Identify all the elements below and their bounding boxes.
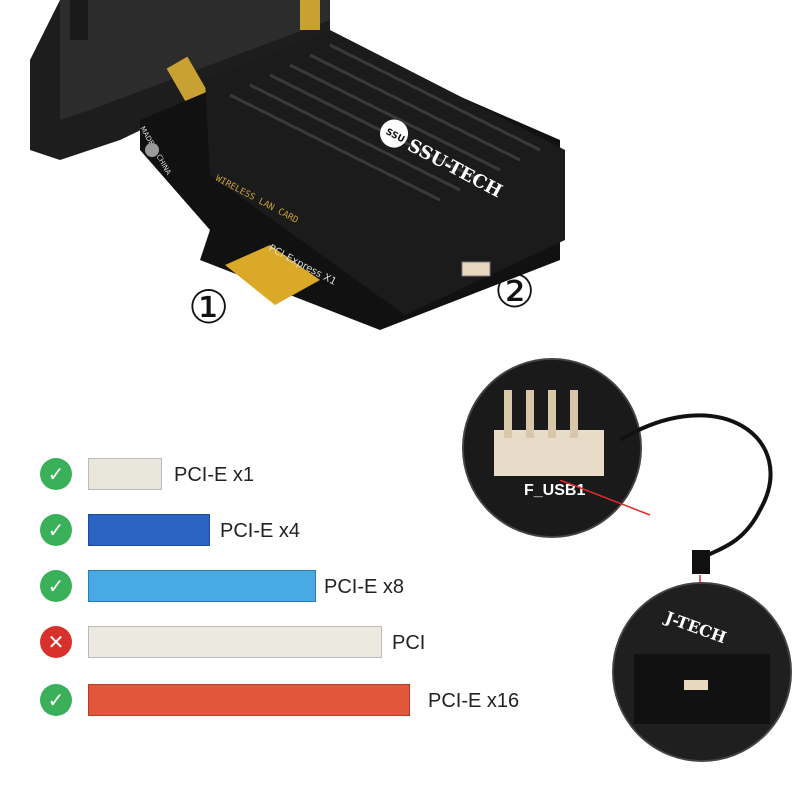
slot-row-pcie-x16: ✓ PCI-E x16 [40,680,560,724]
heatsink-fins [229,43,541,202]
slot-pcie-x1-image [88,458,162,490]
slot-label: PCI-E x8 [324,576,405,598]
slot-row-pcie-x4: ✓ PCI-E x4 [40,510,560,554]
slot-label: PCI-E x1 [174,464,255,486]
callout-2: ② [494,264,536,318]
slot-label: PCI-E x16 [428,690,520,712]
slot-row-pcie-x8: ✓ PCI-E x8 [40,566,560,610]
header-label: F_USB1 [524,482,586,499]
slot-pci-image [88,626,382,658]
antenna-base-left [70,0,88,40]
slot-row-pci: ✕ PCI [40,622,560,666]
slot-row-pcie-x1: ✓ PCI-E x1 [40,454,560,498]
slot-pcie-x16-image [88,684,410,716]
check-icon: ✓ [40,684,72,716]
antenna-connector-left [166,56,208,104]
screw [145,143,159,157]
cross-icon: ✕ [40,626,72,658]
usb-header-port [461,261,491,277]
card-port-inset: J-TECH [612,582,792,762]
gold-fingers [225,245,320,305]
slot-pcie-x4-image [88,514,210,546]
antenna-connector-right [300,0,320,30]
usb-cable [618,413,773,574]
motherboard-header-inset: F_USB1 [462,358,642,538]
wifi-card-illustration: SSU SSU-TECH WIRELESS LAN CARD PCI-Expre… [30,0,565,330]
check-icon: ✓ [40,514,72,546]
logo-badge [380,119,409,148]
slot-label: PCI [392,632,426,654]
check-icon: ✓ [40,570,72,602]
callout-1: ① [188,280,230,334]
slot-label: PCI-E x4 [220,520,301,542]
check-icon: ✓ [40,458,72,490]
slot-pcie-x8-image [88,570,316,602]
